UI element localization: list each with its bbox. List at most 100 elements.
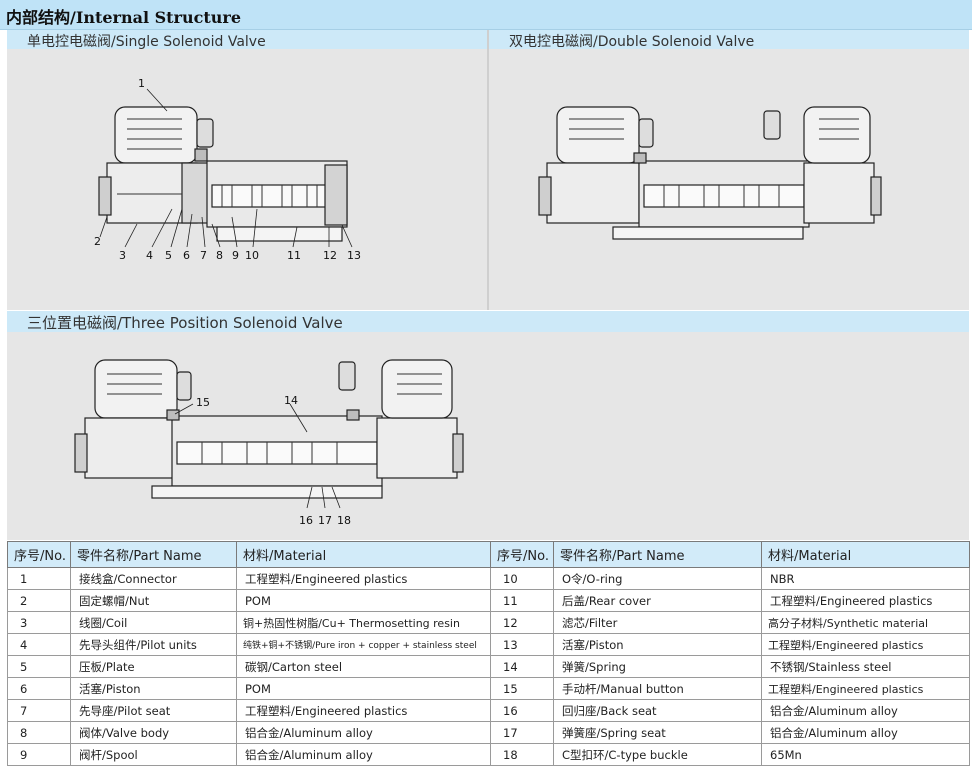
callout-7: 7: [200, 249, 207, 262]
callout-9: 9: [232, 249, 239, 262]
single-solenoid-heading: 单电控电磁阀/Single Solenoid Valve: [7, 30, 487, 50]
cell-material: 铝合金/Aluminum alloy: [236, 743, 491, 766]
cell-no: 14: [490, 655, 554, 678]
cell-no: 3: [7, 611, 71, 634]
left-coil-housing: [84, 417, 178, 479]
cell-part-name: 接线盒/Connector: [70, 567, 237, 590]
cell-no: 11: [490, 589, 554, 612]
section-divider: [487, 30, 489, 310]
parts-table: 序号/No. 零件名称/Part Name 材料/Material 序号/No.…: [7, 541, 970, 766]
cell-part-name: 压板/Plate: [70, 655, 237, 678]
callout-6: 6: [183, 249, 190, 262]
cell-no: 2: [7, 589, 71, 612]
header-part-name: 零件名称/Part Name: [70, 541, 237, 568]
double-solenoid-diagram: [538, 106, 882, 240]
cell-no: 12: [490, 611, 554, 634]
page-title-bar: 内部结构/Internal Structure: [0, 0, 972, 30]
valve-body-lower: [216, 226, 343, 242]
table-row: 3 线圈/Coil 铜+热固性树脂/Cu+ Thermosetting resi…: [7, 611, 970, 634]
callout-8: 8: [216, 249, 223, 262]
header-no: 序号/No.: [7, 541, 71, 568]
cell-material: 工程塑料/Engineered plastics: [761, 633, 970, 656]
header-material: 材料/Material: [761, 541, 970, 568]
table-row: 5 压板/Plate 碳钢/Carton steel 14 弹簧/Spring …: [7, 655, 970, 678]
callout-11: 11: [287, 249, 301, 262]
cell-no: 9: [7, 743, 71, 766]
double-solenoid-heading: 双电控电磁阀/Double Solenoid Valve: [489, 30, 969, 50]
cell-material: 铜+热固性树脂/Cu+ Thermosetting resin: [236, 611, 491, 634]
cell-no: 6: [7, 677, 71, 700]
cell-material: NBR: [761, 567, 970, 590]
cell-part-name: 固定螺帽/Nut: [70, 589, 237, 612]
rear-cover: [324, 164, 348, 226]
left-nut: [74, 433, 88, 473]
callout-17: 17: [318, 514, 332, 527]
right-connector-box: [381, 359, 453, 419]
single-solenoid-panel: 1 2 3 4 5 6 7 8 9 10 11 12 13: [7, 49, 487, 310]
cell-part-name: 活塞/Piston: [70, 677, 237, 700]
nut: [98, 176, 112, 216]
cell-part-name: C型扣环/C-type buckle: [553, 743, 762, 766]
cell-no: 4: [7, 633, 71, 656]
callout-13: 13: [347, 249, 361, 262]
cell-no: 5: [7, 655, 71, 678]
cell-no: 15: [490, 677, 554, 700]
three-position-panel: 15 14 16 17 18: [7, 332, 969, 540]
connector-box: [114, 106, 198, 164]
cell-material: 高分子材料/Synthetic material: [761, 611, 970, 634]
right-connector-screw: [763, 110, 781, 140]
left-connector-screw: [638, 118, 654, 148]
cell-part-name: 滤芯/Filter: [553, 611, 762, 634]
left-connector-box: [556, 106, 640, 164]
cell-material: 纯铁+铜+不锈钢/Pure iron + copper + stainless …: [236, 633, 491, 656]
manual-button: [633, 152, 647, 164]
callout-5: 5: [165, 249, 172, 262]
table-row: 8 阀体/Valve body 铝合金/Aluminum alloy 17 弹簧…: [7, 721, 970, 744]
header-no: 序号/No.: [490, 541, 554, 568]
cell-part-name: 回归座/Back seat: [553, 699, 762, 722]
connector-screw: [196, 118, 214, 148]
callout-15: 15: [196, 396, 210, 409]
callout-3: 3: [119, 249, 126, 262]
cell-part-name: 先导座/Pilot seat: [70, 699, 237, 722]
right-nut: [452, 433, 464, 473]
right-connector-box: [803, 106, 871, 164]
right-nut: [870, 176, 882, 216]
callout-2: 2: [94, 235, 101, 248]
right-coil-housing: [376, 417, 458, 479]
spool: [643, 184, 805, 208]
three-position-heading: 三位置电磁阀/Three Position Solenoid Valve: [7, 311, 969, 332]
cell-part-name: 弹簧/Spring: [553, 655, 762, 678]
cell-part-name: 手动杆/Manual button: [553, 677, 762, 700]
callout-4: 4: [146, 249, 153, 262]
cell-no: 17: [490, 721, 554, 744]
cell-material: 铝合金/Aluminum alloy: [761, 721, 970, 744]
cell-part-name: 后盖/Rear cover: [553, 589, 762, 612]
header-part-name: 零件名称/Part Name: [553, 541, 762, 568]
cell-no: 16: [490, 699, 554, 722]
table-row: 4 先导头组件/Pilot units 纯铁+铜+不锈钢/Pure iron +…: [7, 633, 970, 656]
table-row: 7 先导座/Pilot seat 工程塑料/Engineered plastic…: [7, 699, 970, 722]
spool: [176, 441, 378, 465]
callout-14: 14: [284, 394, 298, 407]
cell-material: 工程塑料/Engineered plastics: [761, 589, 970, 612]
cell-part-name: 阀体/Valve body: [70, 721, 237, 744]
cell-no: 18: [490, 743, 554, 766]
cell-material: 铝合金/Aluminum alloy: [761, 699, 970, 722]
callout-16: 16: [299, 514, 313, 527]
double-solenoid-panel: [489, 49, 969, 310]
table-header-row: 序号/No. 零件名称/Part Name 材料/Material 序号/No.…: [7, 541, 970, 568]
left-connector-box: [94, 359, 178, 419]
manual-button-right: [346, 409, 360, 421]
page-title: 内部结构/Internal Structure: [6, 8, 241, 27]
cell-part-name: 阀杆/Spool: [70, 743, 237, 766]
cell-part-name: 活塞/Piston: [553, 633, 762, 656]
callout-12: 12: [323, 249, 337, 262]
cell-material: 工程塑料/Engineered plastics: [761, 677, 970, 700]
callout-1: 1: [138, 77, 145, 90]
cell-part-name: 先导头组件/Pilot units: [70, 633, 237, 656]
right-connector-screw: [338, 361, 356, 391]
manual-button-left: [166, 409, 180, 421]
single-solenoid-diagram: 1 2 3 4 5 6 7 8 9 10 11 12 13: [94, 77, 361, 262]
cell-no: 13: [490, 633, 554, 656]
